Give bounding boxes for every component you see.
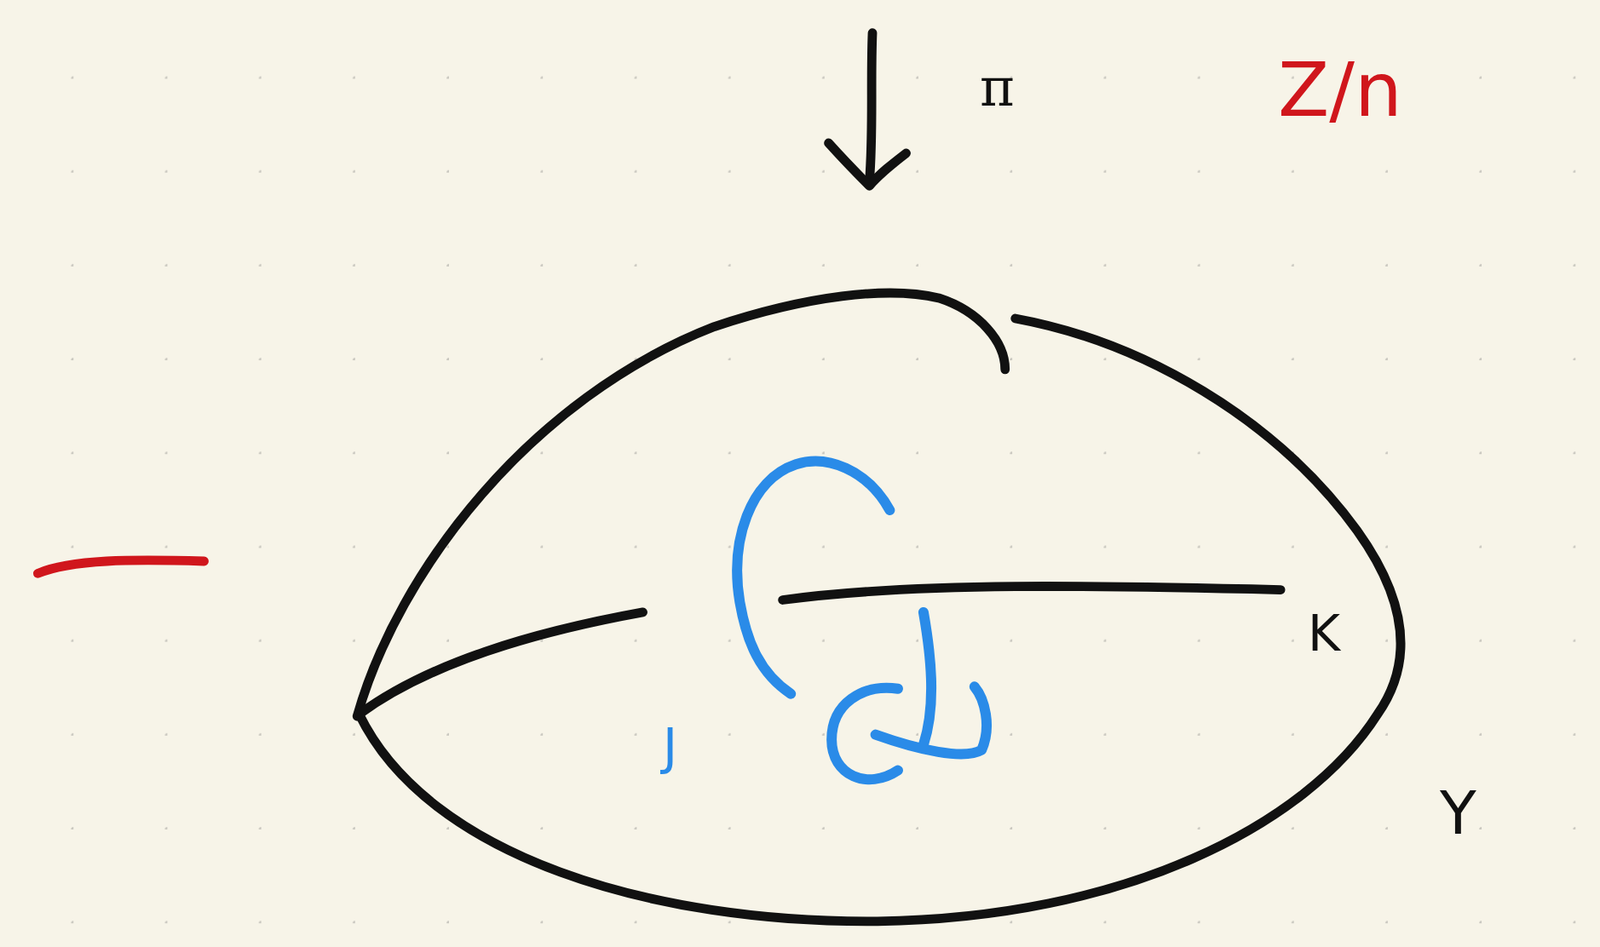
equator-left [359, 612, 644, 715]
knot-j-lower [831, 612, 987, 780]
knot-j-upper [736, 461, 890, 695]
red-dash [37, 560, 204, 575]
knot-k [782, 586, 1281, 600]
map-label: π [979, 61, 1015, 115]
projection-arrow [869, 33, 873, 183]
knot-label: K [1307, 609, 1341, 659]
arrow-head [828, 143, 907, 186]
manifold-label: Y [1439, 783, 1477, 844]
group-label: Z/n [1277, 52, 1403, 128]
ball-upper-arc [356, 293, 1006, 717]
ball-right-arc [359, 318, 1401, 922]
knot-label: J [662, 722, 678, 772]
